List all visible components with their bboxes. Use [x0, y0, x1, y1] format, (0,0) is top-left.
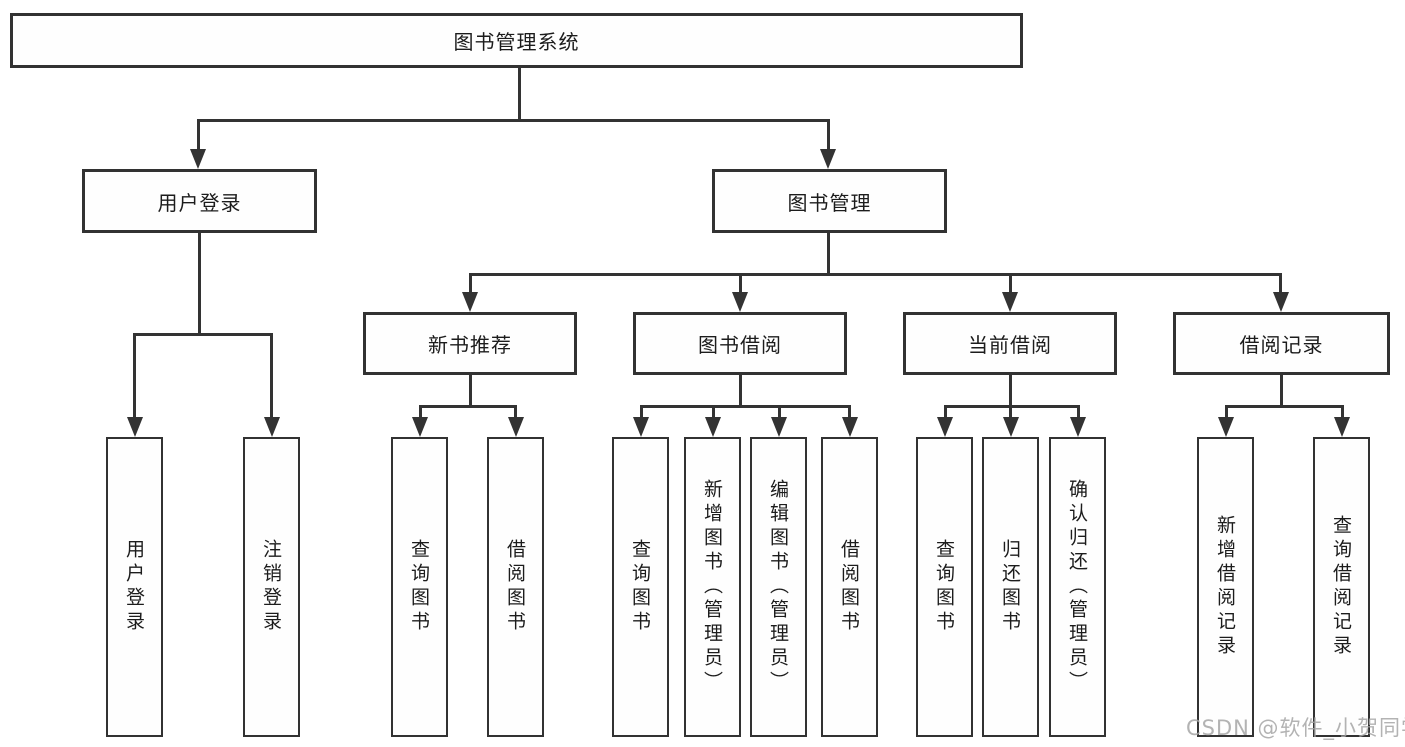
- node-root: 图书管理系统: [10, 13, 1023, 68]
- leaf-borrow-books-2: 借阅图书: [821, 437, 878, 737]
- connector-stem-new-book-recommend: [469, 273, 472, 292]
- connector-borrow-records-hbar: [1225, 405, 1344, 408]
- leaf-add-book-admin-label: 新增图书（管理员）: [701, 479, 723, 695]
- connector-user-login-hbar: [133, 333, 273, 336]
- connector-stem-leaf-logout: [270, 333, 273, 417]
- leaf-return-book: 归还图书: [982, 437, 1039, 737]
- node-book-management-label: 图书管理: [787, 190, 872, 215]
- leaf-query-borrow-record-label: 查询借阅记录: [1330, 515, 1352, 659]
- arrow-down-book-borrow-icon: [732, 292, 748, 312]
- connector-stem-add-borrow-record: [1225, 405, 1228, 417]
- leaf-confirm-return-admin-label: 确认归还（管理员）: [1066, 479, 1088, 695]
- connector-book-borrow-hbar: [640, 405, 851, 408]
- leaf-query-books-current: 查询图书: [916, 437, 973, 737]
- connector-stem-confirm-return-admin: [1077, 405, 1080, 417]
- connector-borrow-records-trunk: [1280, 375, 1283, 408]
- arrow-down-edit-book-admin-icon: [771, 417, 787, 437]
- leaf-logout-label: 注销登录: [260, 539, 282, 635]
- arrow-down-current-borrow-icon: [1002, 292, 1018, 312]
- leaf-logout: 注销登录: [243, 437, 300, 737]
- arrow-down-add-borrow-record-icon: [1218, 417, 1234, 437]
- arrow-down-add-book-admin-icon: [705, 417, 721, 437]
- connector-stem-book-borrow: [739, 273, 742, 292]
- connector-stem-user-login: [197, 119, 200, 149]
- arrow-down-query-books-current-icon: [937, 417, 953, 437]
- connector-stem-borrow-records: [1279, 273, 1282, 292]
- node-new-book-recommend-label: 新书推荐: [428, 333, 512, 357]
- arrow-down-book-management-icon: [820, 149, 836, 169]
- node-root-label: 图书管理系统: [453, 30, 580, 54]
- connector-root-trunk: [518, 68, 521, 121]
- connector-stem-query-borrow-record: [1341, 405, 1344, 417]
- connector-stem-current-borrow: [1009, 273, 1012, 292]
- leaf-borrow-books-recommend: 借阅图书: [487, 437, 544, 737]
- arrow-down-borrow-books-recommend-icon: [508, 417, 524, 437]
- connector-stem-borrow-books-recommend: [514, 405, 517, 417]
- connector-stem-query-books-current: [944, 405, 947, 417]
- connector-current-borrow-hbar: [944, 405, 1080, 408]
- arrow-down-new-book-recommend-icon: [462, 292, 478, 312]
- arrow-down-query-books-borrow-icon: [633, 417, 649, 437]
- connector-stem-query-books-recommend: [419, 405, 422, 417]
- connector-new-book-recommend-hbar: [419, 405, 517, 408]
- node-book-management: 图书管理: [712, 169, 947, 233]
- leaf-return-book-label: 归还图书: [999, 539, 1021, 635]
- node-current-borrow: 当前借阅: [903, 312, 1117, 375]
- connector-stem-query-books-borrow: [640, 405, 643, 417]
- connector-root-hbar: [197, 119, 830, 122]
- leaf-edit-book-admin: 编辑图书（管理员）: [750, 437, 807, 737]
- leaf-query-books-borrow-label: 查询图书: [629, 539, 651, 635]
- node-borrow-records: 借阅记录: [1173, 312, 1390, 375]
- node-user-login: 用户登录: [82, 169, 317, 233]
- arrow-down-borrow-books-2-icon: [842, 417, 858, 437]
- leaf-query-books-recommend: 查询图书: [391, 437, 448, 737]
- arrow-down-return-book-icon: [1003, 417, 1019, 437]
- leaf-add-book-admin: 新增图书（管理员）: [684, 437, 741, 737]
- connector-stem-borrow-books-2: [848, 405, 851, 417]
- connector-stem-edit-book-admin: [778, 405, 781, 417]
- leaf-user-login: 用户登录: [106, 437, 163, 737]
- node-user-login-label: 用户登录: [157, 190, 242, 215]
- node-new-book-recommend: 新书推荐: [363, 312, 577, 375]
- node-book-borrow-label: 图书借阅: [698, 333, 782, 357]
- leaf-edit-book-admin-label: 编辑图书（管理员）: [767, 479, 789, 695]
- csdn-watermark: CSDN @软件_小贺同学: [1186, 716, 1405, 740]
- arrow-down-query-borrow-record-icon: [1334, 417, 1350, 437]
- connector-stem-leaf-user-login: [133, 333, 136, 417]
- leaf-query-books-borrow: 查询图书: [612, 437, 669, 737]
- node-book-borrow: 图书借阅: [633, 312, 847, 375]
- connector-stem-return-book: [1009, 405, 1012, 417]
- arrow-down-leaf-user-login-icon: [127, 417, 143, 437]
- arrow-down-borrow-records-icon: [1273, 292, 1289, 312]
- connector-book-borrow-trunk: [739, 375, 742, 408]
- leaf-query-books-current-label: 查询图书: [933, 539, 955, 635]
- connector-book-management-trunk: [827, 233, 830, 275]
- leaf-query-borrow-record: 查询借阅记录: [1313, 437, 1370, 737]
- arrow-down-user-login-icon: [190, 149, 206, 169]
- leaf-add-borrow-record-label: 新增借阅记录: [1214, 515, 1236, 659]
- connector-stem-add-book-admin: [712, 405, 715, 417]
- node-borrow-records-label: 借阅记录: [1239, 333, 1324, 357]
- leaf-add-borrow-record: 新增借阅记录: [1197, 437, 1254, 737]
- leaf-confirm-return-admin: 确认归还（管理员）: [1049, 437, 1106, 737]
- connector-new-book-recommend-trunk: [469, 375, 472, 408]
- connector-current-borrow-trunk: [1009, 375, 1012, 408]
- arrow-down-query-books-recommend-icon: [412, 417, 428, 437]
- connector-stem-book-management: [827, 119, 830, 149]
- arrow-down-confirm-return-admin-icon: [1070, 417, 1086, 437]
- arrow-down-leaf-logout-icon: [264, 417, 280, 437]
- leaf-user-login-label: 用户登录: [123, 539, 145, 635]
- leaf-borrow-books-2-label: 借阅图书: [838, 539, 860, 635]
- leaf-query-books-recommend-label: 查询图书: [408, 539, 430, 635]
- leaf-borrow-books-recommend-label: 借阅图书: [504, 539, 526, 635]
- node-current-borrow-label: 当前借阅: [968, 333, 1052, 357]
- connector-user-login-trunk: [198, 233, 201, 335]
- connector-level3-hbar: [469, 273, 1282, 276]
